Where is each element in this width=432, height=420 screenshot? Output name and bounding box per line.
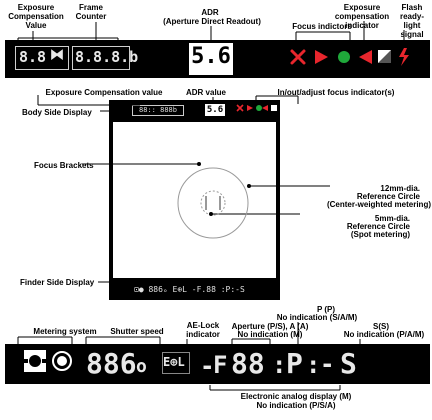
exp-comp-arrow-icon: ⧓ xyxy=(50,47,64,63)
analog-colon-2: : xyxy=(306,351,321,379)
analog-colon-1: : xyxy=(272,351,287,379)
vf-finder-side-lcd: ⊡● 886ₒ E⊕L -F.88 :P:-S xyxy=(134,285,245,294)
vf-exp-comp-value-label: Exposure Compensation value xyxy=(45,88,163,97)
vf-adr-value-label: ADR value xyxy=(185,88,226,97)
analog-sub-label: No indication (P/S/A) xyxy=(256,401,336,410)
vf-focus-indicators-label: In/out/adjust focus indicator(s) xyxy=(277,88,395,97)
ref5-label-2: Reference Circle xyxy=(346,222,410,231)
ref5-label-1: 5mm-dia. xyxy=(374,214,410,223)
adr-sub-label: (Aperture Direct Readout) xyxy=(163,17,261,26)
focus-brackets-label: Focus Brackets xyxy=(34,161,94,170)
adr-label: ADR xyxy=(201,8,219,17)
shutter-o-lcd: o xyxy=(136,356,147,377)
bottom-display-bar xyxy=(5,344,430,384)
adr-value: 5.6 xyxy=(191,44,231,69)
exp-comp-lcd: 8.8 xyxy=(19,48,47,66)
aperture-lcd: 88 xyxy=(231,347,265,380)
ae-lock-lcd: E⊕L xyxy=(163,355,185,369)
frame-counter-lcd: 8.8.8.b xyxy=(75,48,139,66)
f-lcd: F xyxy=(213,351,228,379)
p-label: P (P) xyxy=(316,305,336,314)
exp-comp-value-label: Exposure Compensation Value xyxy=(8,3,64,30)
finder-side-display-label: Finder Side Display xyxy=(20,278,95,287)
s-sub-label: No indication (P/A/M) xyxy=(343,330,425,339)
vf-adr-display: 5.6 xyxy=(204,103,226,117)
exp-comp-indicator-label: Exposure compensation indicator xyxy=(334,3,390,30)
analog-label: Electronic analog display (M) xyxy=(240,392,352,401)
s-lcd: S xyxy=(340,347,357,380)
focus-indicators-label: Focus indictors xyxy=(292,22,352,31)
exp-comp-lcd-box xyxy=(15,46,69,70)
ae-lock-label: AE-Lock indicator xyxy=(186,321,220,339)
adr-display-box xyxy=(187,41,235,77)
p-sub-label: No indication (S/A/M) xyxy=(276,313,358,322)
aperture-label: Aperture (P/S), A (A) xyxy=(231,322,309,331)
ref12-label-3: (Center-weighted metering) xyxy=(326,200,431,209)
analog-dash-2: - xyxy=(320,350,335,378)
s-label: S(S) xyxy=(373,322,389,331)
frame-counter-label: Frame Counter xyxy=(75,3,107,21)
p-lcd: P xyxy=(286,347,303,380)
vf-body-side-lcd: 88:: 888b xyxy=(132,105,184,116)
ref5-label-3: (Spot metering) xyxy=(350,230,410,239)
aperture-sub-label: No indication (M) xyxy=(237,330,303,339)
shutter-speed-lcd: 886 xyxy=(86,347,137,380)
shutter-speed-label: Shutter speed xyxy=(110,327,164,336)
metering-system-label: Metering system xyxy=(33,327,97,336)
analog-dash-1: - xyxy=(200,352,215,380)
viewfinder-screen xyxy=(113,122,276,278)
ae-lock-lcd-box xyxy=(162,352,190,374)
flash-ready-label: Flash ready-light signal xyxy=(399,3,424,39)
ref12-label-1: 12mm-dia. xyxy=(380,184,420,193)
body-side-display-label: Body Side Display xyxy=(22,108,92,117)
ref12-label-2: Reference Circle xyxy=(356,192,420,201)
frame-counter-lcd-box xyxy=(72,46,130,70)
